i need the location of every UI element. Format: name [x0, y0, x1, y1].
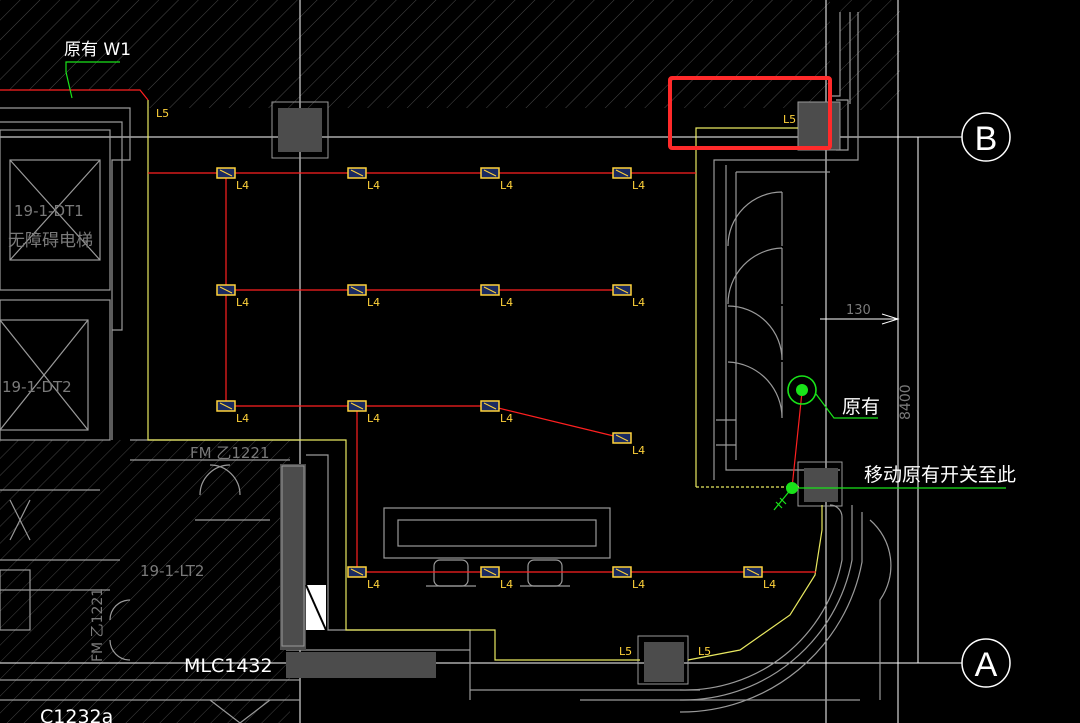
fixture-tag: L4: [500, 296, 513, 309]
fixture: [612, 167, 632, 179]
axis-bubble-b: B: [961, 112, 1011, 162]
svg-text:A: A: [975, 646, 998, 684]
fixture: [480, 566, 500, 578]
wall-outlines: [0, 12, 892, 723]
fixture: [743, 566, 763, 578]
fixture-tag: L4: [500, 578, 513, 591]
leaders: [65, 61, 1006, 511]
highlight-box: [668, 76, 832, 150]
corridor-doors: [727, 191, 783, 419]
fixture-tag: L4: [236, 296, 249, 309]
window-label: MLC1432: [184, 655, 273, 677]
fixture: [480, 167, 500, 179]
fixture: [347, 284, 367, 296]
svg-text:B: B: [975, 120, 998, 158]
fixture: [347, 167, 367, 179]
move-switch-label: 移动原有开关至此: [864, 464, 1016, 486]
fixture: [216, 167, 236, 179]
dimension-label: 8400: [898, 384, 914, 420]
fixture: [216, 400, 236, 412]
fixture: [480, 400, 500, 412]
fixture-tag: L4: [632, 578, 645, 591]
fixture-tag-l5: L5: [619, 645, 632, 658]
window-label: C1232a: [40, 706, 113, 723]
lift-label: 19-1-DT2: [2, 378, 72, 396]
fixture: [216, 284, 236, 296]
columns: [271, 101, 843, 685]
fixture-tag: L4: [367, 412, 380, 425]
fixture-tag: L4: [632, 179, 645, 192]
door-label: FM 乙1221: [190, 444, 270, 462]
stair-label: 19-1-LT2: [140, 562, 204, 580]
fixture: [480, 284, 500, 296]
lighting-circuits: [0, 89, 816, 573]
fixture: [347, 400, 367, 412]
fixture-tag: L4: [632, 444, 645, 457]
existing-w1-label: 原有 W1: [64, 40, 131, 60]
existing-label: 原有: [842, 396, 880, 418]
existing-switch-icon: [787, 375, 817, 405]
fixture-tag: L4: [367, 578, 380, 591]
fixture-tag: L4: [236, 179, 249, 192]
light-fixtures: [216, 167, 763, 578]
fixture-tag: L4: [367, 296, 380, 309]
lift-label: 无障碍电梯: [8, 231, 93, 251]
room-outline: [147, 100, 823, 661]
hatched-walls: [0, 0, 900, 723]
new-switch-icon: [786, 482, 798, 494]
fixture: [612, 566, 632, 578]
fixture-tag: L4: [500, 179, 513, 192]
fixture-tag: L4: [763, 578, 776, 591]
lift-label: 19-1-DT1: [14, 202, 84, 220]
dimension-label: 130: [846, 303, 871, 318]
fixture: [347, 566, 367, 578]
room-labels: 19-1-DT1 无障碍电梯 19-1-DT2 FM 乙1221 19-1-LT…: [2, 202, 914, 662]
fixture-tag: L4: [500, 412, 513, 425]
fixture: [612, 284, 632, 296]
fixture-tag: L4: [367, 179, 380, 192]
fixture-tag-l5: L5: [698, 645, 711, 658]
annotations: MLC1432 C1232a 原有 W1 原有 移动原有开关至此: [40, 40, 1016, 723]
fixture-tag-l5: L5: [783, 113, 796, 126]
fixture: [612, 432, 632, 444]
door-label: FM 乙1221: [90, 588, 106, 662]
fixture-tag-l5: L5: [156, 107, 169, 120]
fixture-tag: L4: [632, 296, 645, 309]
fixture-tags: L4 L4 L4 L4 L4 L4 L4 L4 L4 L4 L4 L4 L4 L…: [156, 107, 796, 658]
fixture-tag: L4: [236, 412, 249, 425]
axis-bubble-a: A: [961, 638, 1011, 688]
furniture: [383, 507, 611, 587]
